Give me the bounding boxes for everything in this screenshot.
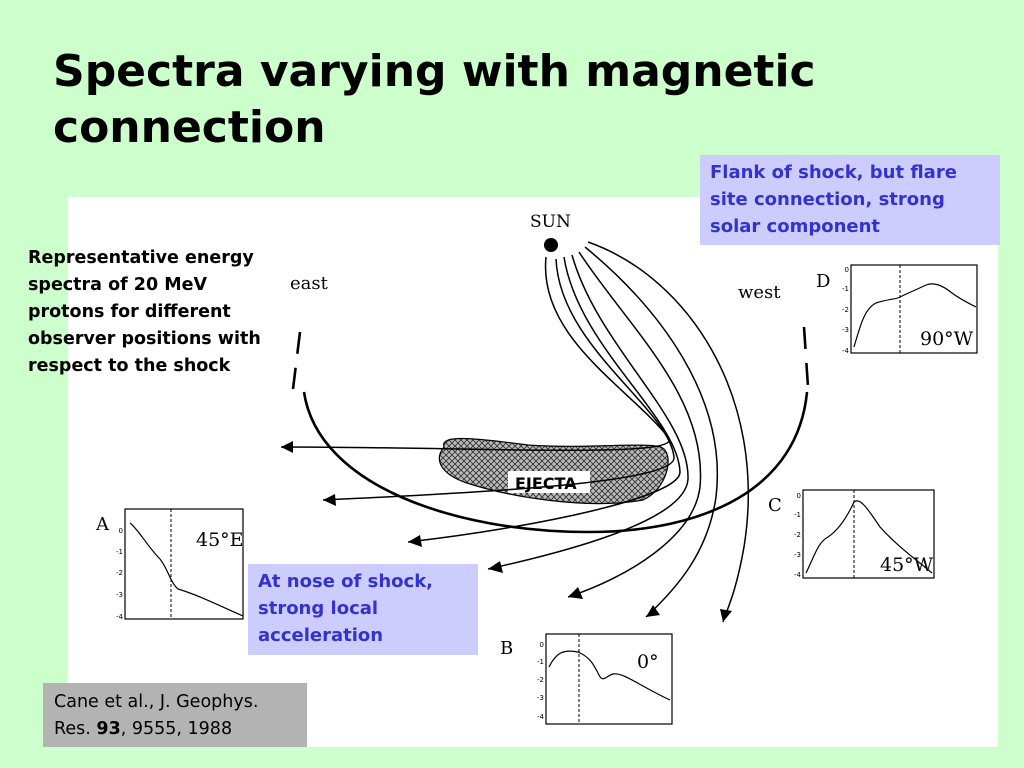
panel-frame	[124, 508, 244, 620]
y-tick: 0	[119, 527, 123, 535]
panel-frame	[545, 633, 673, 725]
field-line-2	[322, 258, 675, 501]
shock-diagram-svg: SUN east west EJECTA	[95, 212, 978, 725]
citation-rest: , 9555, 1988	[120, 719, 233, 739]
arrowhead	[408, 535, 422, 547]
side-note-description: Representative energy spectra of 20 MeV …	[28, 248, 261, 376]
east-label: east	[290, 273, 329, 294]
panel-letter: B	[500, 638, 513, 659]
callout-flank: Flank of shock, but flare site connectio…	[700, 155, 1000, 245]
callout-nose: At nose of shock, strong local accelerat…	[248, 564, 478, 655]
field-line-arrows	[281, 441, 732, 622]
panel-frame	[850, 264, 978, 354]
field-line-6	[584, 246, 719, 618]
panel-frame	[802, 489, 935, 579]
citation-box: Cane et al., J. Geophys. Res. 93, 9555, …	[43, 683, 307, 747]
arrowhead	[281, 441, 293, 453]
shock-front-east-dashed	[291, 331, 302, 390]
y-tick: -1	[116, 548, 123, 556]
sun-label: SUN	[530, 212, 571, 232]
y-tick: -2	[794, 531, 801, 539]
shock-front	[302, 391, 809, 534]
sun-marker	[544, 238, 558, 252]
y-tick: -4	[794, 571, 802, 579]
y-tick: -1	[537, 658, 544, 666]
y-tick: -1	[842, 285, 849, 293]
spectrum-curve	[805, 500, 933, 574]
spectrum-panel-c: C 0 -1 -2 -3 -4 45°W	[768, 489, 935, 579]
shock-diagram-figure: SUN east west EJECTA	[68, 197, 998, 747]
panel-letter: C	[768, 495, 782, 516]
y-tick: -1	[794, 511, 801, 519]
panel-position-label: 0°	[637, 651, 659, 673]
arrowhead	[720, 609, 732, 622]
ejecta-label: EJECTA	[515, 474, 577, 493]
panel-position-label: 45°E	[196, 529, 244, 551]
citation-authors: Cane et al., J. Geophys. Res.	[54, 692, 259, 739]
y-tick: 0	[797, 492, 801, 500]
y-tick: -2	[537, 676, 544, 684]
panel-letter: D	[816, 271, 830, 292]
panel-position-label: 90°W	[920, 328, 974, 350]
y-tick: 0	[540, 641, 544, 649]
field-line-4	[487, 254, 689, 570]
y-tick: -4	[116, 613, 124, 621]
y-tick: -4	[537, 713, 545, 721]
y-tick: -3	[842, 326, 849, 334]
citation-volume: 93	[96, 719, 121, 739]
panel-letter: A	[95, 514, 110, 535]
spectrum-panel-d: D 0 -1 -2 -3 -4 90°W	[816, 264, 978, 355]
field-line-1	[280, 256, 671, 452]
y-tick: -2	[842, 306, 849, 314]
field-lines	[280, 241, 749, 623]
shock-front-west-dashed	[802, 326, 810, 388]
panel-position-label: 45°W	[880, 554, 934, 576]
field-line-3	[407, 256, 681, 543]
arrowhead	[568, 587, 583, 599]
y-tick: -3	[794, 551, 801, 559]
spectrum-curve	[129, 522, 244, 617]
slide-title: Spectra varying with magnetic connection	[53, 46, 816, 153]
spectrum-curve	[548, 650, 671, 701]
spectrum-panel-a: A 0 -1 -2 -3 -4 45°E	[95, 508, 244, 621]
arrowhead	[646, 605, 660, 617]
y-tick: -3	[116, 591, 123, 599]
arrowhead	[323, 494, 336, 506]
west-label: west	[738, 282, 781, 303]
y-tick: -2	[116, 569, 123, 577]
arrowhead	[488, 561, 503, 573]
field-line-5	[567, 251, 702, 598]
y-tick: 0	[845, 266, 849, 274]
spectrum-panel-b: B 0 -1 -2 -3 -4 0°	[500, 633, 673, 725]
spectrum-curve	[853, 283, 977, 348]
y-tick: -4	[842, 347, 850, 355]
y-tick: -3	[537, 694, 544, 702]
field-line-7	[587, 241, 749, 623]
